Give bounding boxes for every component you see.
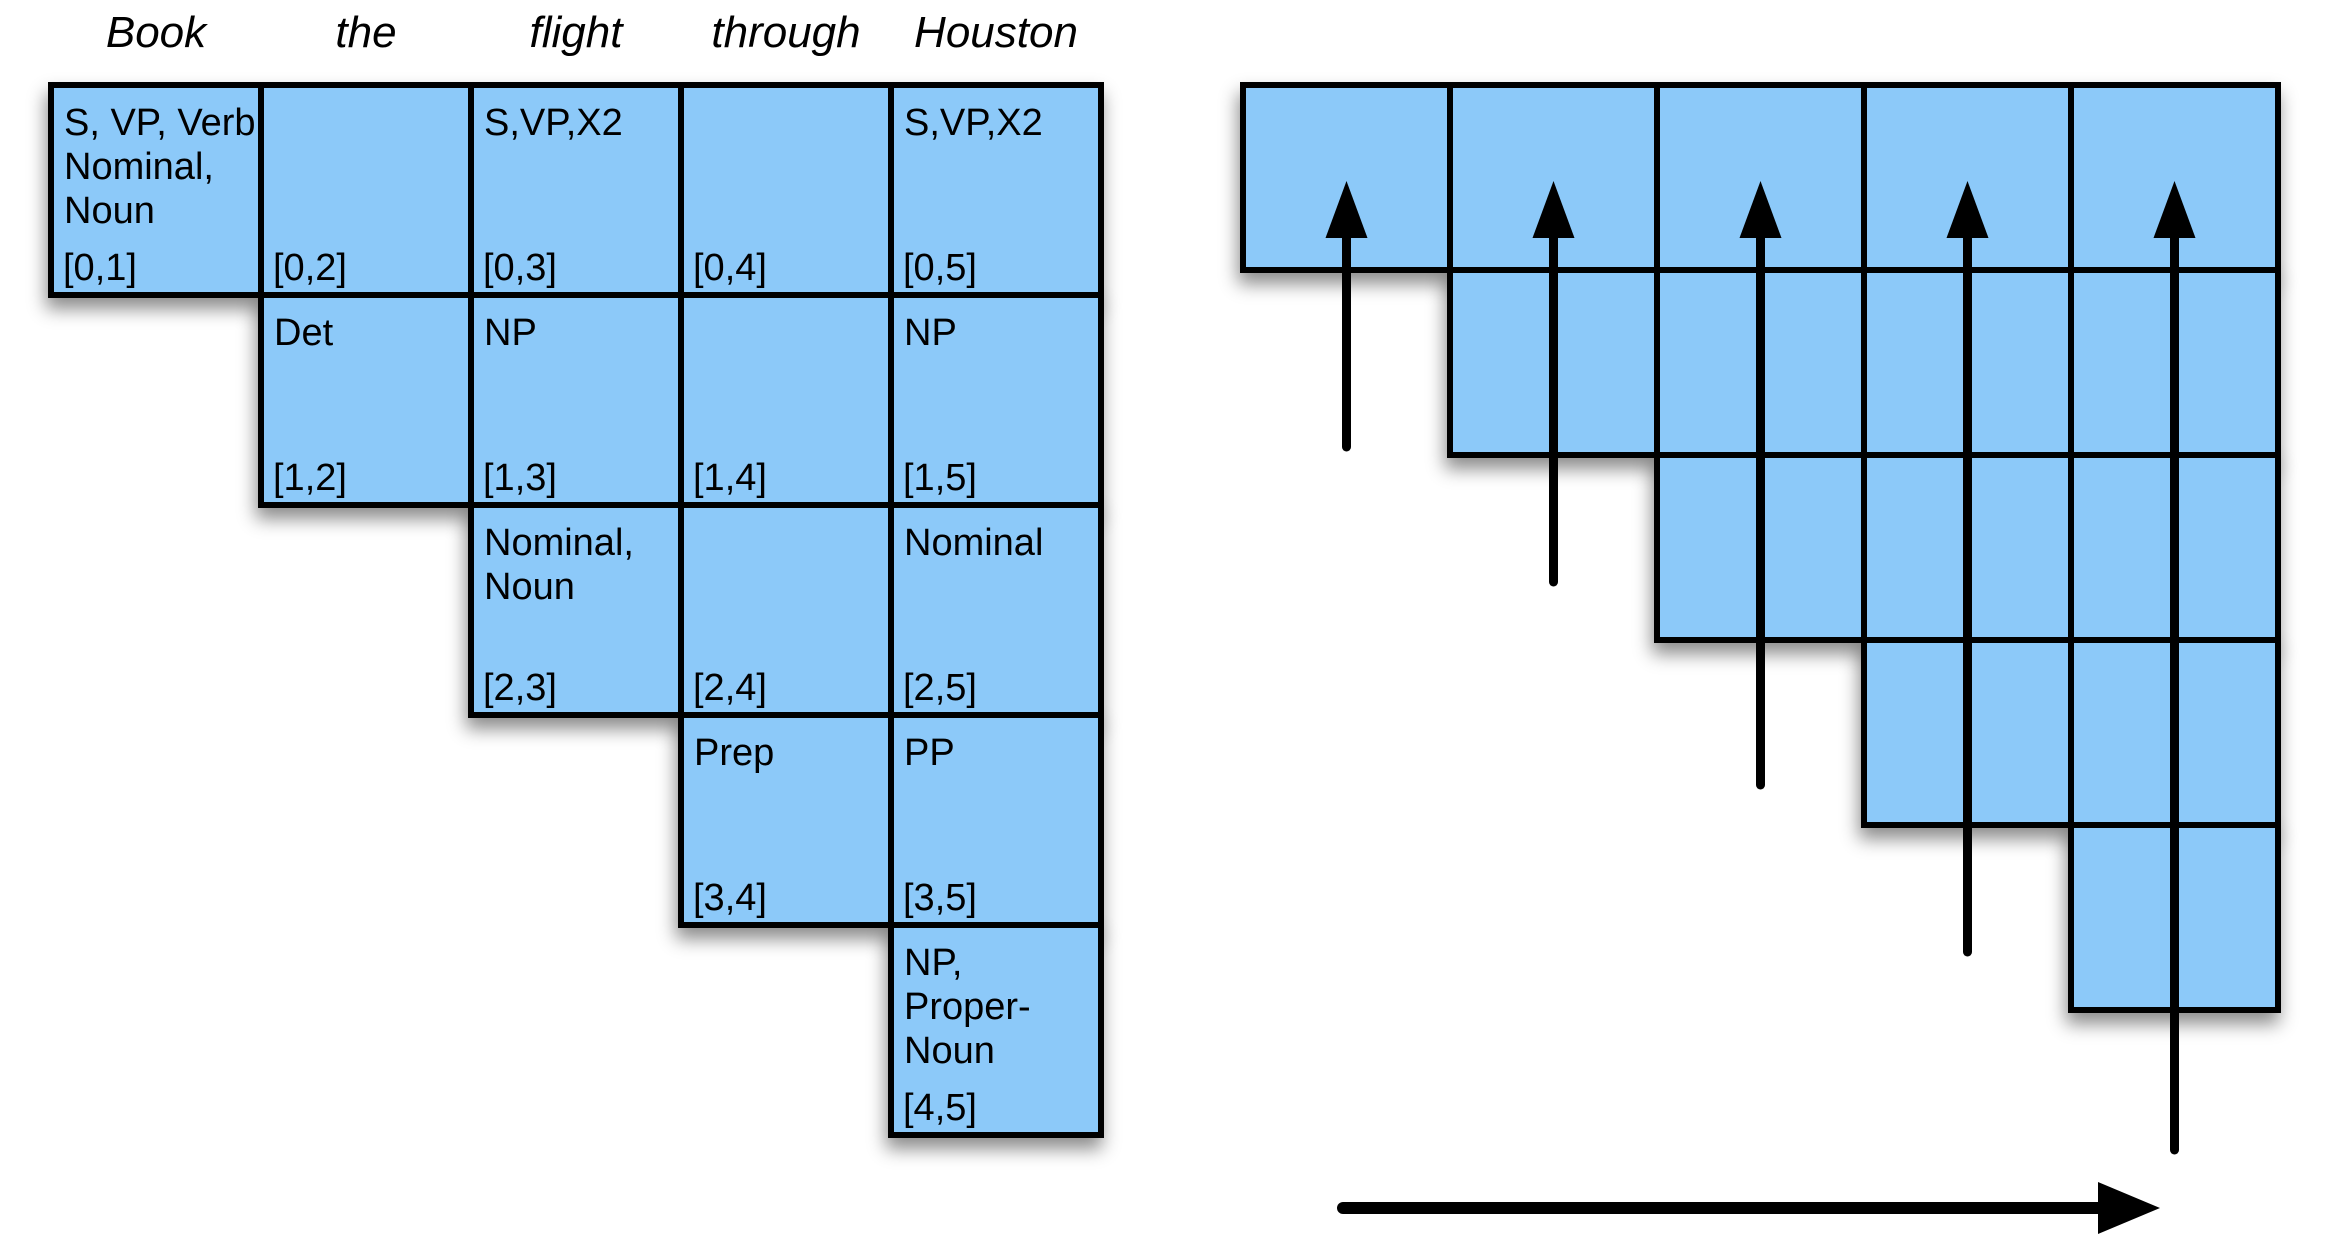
cell-span-label: [0,1] (63, 247, 137, 289)
cell-span-label: [0,2] (273, 247, 347, 289)
cell-constituent-line: Det (274, 312, 334, 354)
cell-constituent-line: NP (484, 312, 537, 354)
fill-order-right-arrow-head (2098, 1182, 2160, 1234)
order-chart-cell-r0-c0 (1240, 82, 1453, 273)
cell-span-label: [1,5] (903, 457, 977, 499)
cell-constituent-labels: NP,Proper-Noun (904, 941, 1097, 1073)
order-chart-cell-r2-c4 (2068, 452, 2281, 643)
chart-cell-[1,3]: NP [1,3] (468, 292, 684, 508)
cell-constituent-line: Nominal, (484, 522, 634, 564)
cell-constituent-line: Noun (904, 1030, 995, 1072)
order-chart-cell-r0-c2 (1654, 82, 1867, 273)
chart-cell-[4,5]: NP,Proper-Noun [4,5] (888, 922, 1104, 1138)
cell-constituent-line: NP, (904, 942, 963, 984)
cell-constituent-line: PP (904, 732, 955, 774)
cell-constituent-line: S, VP, Verb (64, 102, 256, 144)
chart-cell-[1,5]: NP [1,5] (888, 292, 1104, 508)
chart-cell-[1,2]: Det [1,2] (258, 292, 474, 508)
cell-span-label: [1,2] (273, 457, 347, 499)
chart-cell-[2,5]: Nominal [2,5] (888, 502, 1104, 718)
chart-cell-[0,3]: S,VP,X2 [0,3] (468, 82, 684, 298)
cell-constituent-line: S,VP,X2 (484, 102, 623, 144)
word-label: Book (105, 8, 207, 57)
order-chart-cell-r0-c1 (1447, 82, 1660, 273)
word-label: flight (529, 8, 623, 57)
cell-constituent-line: Noun (484, 566, 575, 608)
cell-constituent-line: Proper- (904, 986, 1031, 1028)
cell-constituent-labels: NP (484, 311, 677, 355)
cell-constituent-line: Noun (64, 190, 155, 232)
cell-constituent-labels: S,VP,X2 (484, 101, 677, 145)
order-chart-cell-r1-c2 (1654, 267, 1867, 458)
order-chart-cell-r1-c4 (2068, 267, 2281, 458)
chart-cell-[0,2]: [0,2] (258, 82, 474, 298)
cell-span-label: [1,3] (483, 457, 557, 499)
order-chart-cell-r1-c3 (1861, 267, 2074, 458)
cell-span-label: [0,4] (693, 247, 767, 289)
cell-constituent-labels: NP (904, 311, 1097, 355)
cell-constituent-labels: Prep (694, 731, 887, 775)
cell-constituent-line: Prep (694, 732, 775, 774)
cell-span-label: [2,4] (693, 667, 767, 709)
word-label: through (711, 8, 861, 57)
chart-cell-[0,5]: S,VP,X2 [0,5] (888, 82, 1104, 298)
order-chart-cell-r2-c2 (1654, 452, 1867, 643)
cell-span-label: [1,4] (693, 457, 767, 499)
order-chart-cell-r0-c3 (1861, 82, 2074, 273)
chart-cell-[3,4]: Prep [3,4] (678, 712, 894, 928)
cell-constituent-labels: Nominal (904, 521, 1097, 565)
word-label: Houston (914, 8, 1078, 57)
order-chart-cell-r3-c4 (2068, 637, 2281, 828)
cell-constituent-line: Nominal, (64, 146, 214, 188)
order-chart-cell-r3-c3 (1861, 637, 2074, 828)
cell-span-label: [3,4] (693, 877, 767, 919)
cell-span-label: [2,5] (903, 667, 977, 709)
chart-cell-[0,4]: [0,4] (678, 82, 894, 298)
cell-constituent-labels: Nominal,Noun (484, 521, 677, 609)
cell-span-label: [3,5] (903, 877, 977, 919)
word-label: the (335, 8, 397, 57)
order-chart-cell-r1-c1 (1447, 267, 1660, 458)
cell-constituent-line: NP (904, 312, 957, 354)
cell-span-label: [4,5] (903, 1087, 977, 1129)
cell-constituent-line: Nominal (904, 522, 1044, 564)
order-chart-cell-r4-c4 (2068, 822, 2281, 1013)
chart-cell-[2,3]: Nominal,Noun [2,3] (468, 502, 684, 718)
cell-constituent-labels: Det (274, 311, 467, 355)
cell-span-label: [0,3] (483, 247, 557, 289)
order-chart-cell-r2-c3 (1861, 452, 2074, 643)
chart-cell-[1,4]: [1,4] (678, 292, 894, 508)
cell-constituent-labels: S,VP,X2 (904, 101, 1097, 145)
cell-span-label: [2,3] (483, 667, 557, 709)
chart-cell-[3,5]: PP [3,5] (888, 712, 1104, 928)
cell-constituent-labels: PP (904, 731, 1097, 775)
order-chart-cell-r0-c4 (2068, 82, 2281, 273)
chart-cell-[2,4]: [2,4] (678, 502, 894, 718)
cell-constituent-line: S,VP,X2 (904, 102, 1043, 144)
cell-span-label: [0,5] (903, 247, 977, 289)
